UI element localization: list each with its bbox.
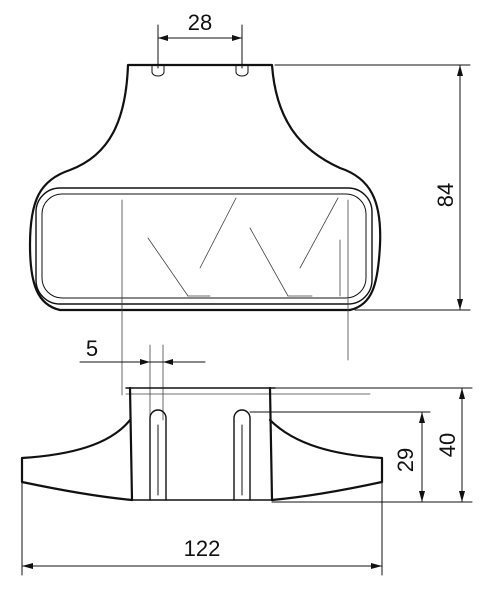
- dim-29-label: 29: [393, 448, 418, 472]
- mounting-hole-right: [235, 64, 249, 77]
- flange-left: [20, 418, 134, 502]
- lens-reflection-marks: [147, 197, 341, 297]
- mounting-hole-left: [151, 64, 165, 77]
- lens-inner: [41, 193, 367, 299]
- slot-left: [149, 409, 167, 501]
- dim-5: 5: [79, 336, 206, 365]
- dim-28-label: 28: [188, 10, 212, 35]
- top-view-outline: [28, 63, 382, 312]
- dim-84-label: 84: [433, 183, 458, 207]
- lens-outer: [35, 187, 373, 305]
- dim-5-label: 5: [86, 336, 98, 361]
- side-view: 5 29 40 122: [20, 336, 473, 576]
- dim-40: 40: [274, 387, 473, 503]
- flange-right: [268, 418, 384, 502]
- dim-122-label: 122: [184, 536, 221, 561]
- dim-122: 122: [21, 481, 383, 576]
- dim-40-label: 40: [435, 433, 460, 457]
- slot-right: [233, 409, 251, 501]
- dim-29: 29: [249, 411, 431, 503]
- dim-28: 28: [157, 10, 243, 69]
- dim-84: 84: [274, 64, 471, 311]
